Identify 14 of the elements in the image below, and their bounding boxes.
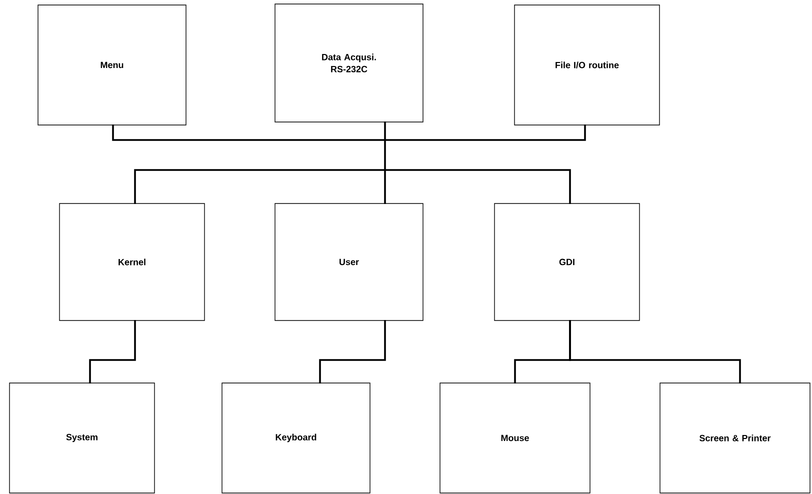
module-box: File I/O routine [514,4,660,126]
module-box: GDI [494,203,640,321]
module-box: Mouse [440,382,590,494]
connector-line [89,320,136,384]
module-box: Screen & Printer [660,382,810,494]
connector-bus [112,121,586,204]
module-box: User [274,203,424,321]
module-box: Data Acqusi. RS-232C [274,4,424,122]
module-box: System [9,382,155,494]
connector-line [569,320,741,384]
module-box: Kernel [59,203,205,321]
module-box: Menu [38,4,186,126]
module-box: Keyboard [222,382,370,494]
connector-line [319,320,386,384]
